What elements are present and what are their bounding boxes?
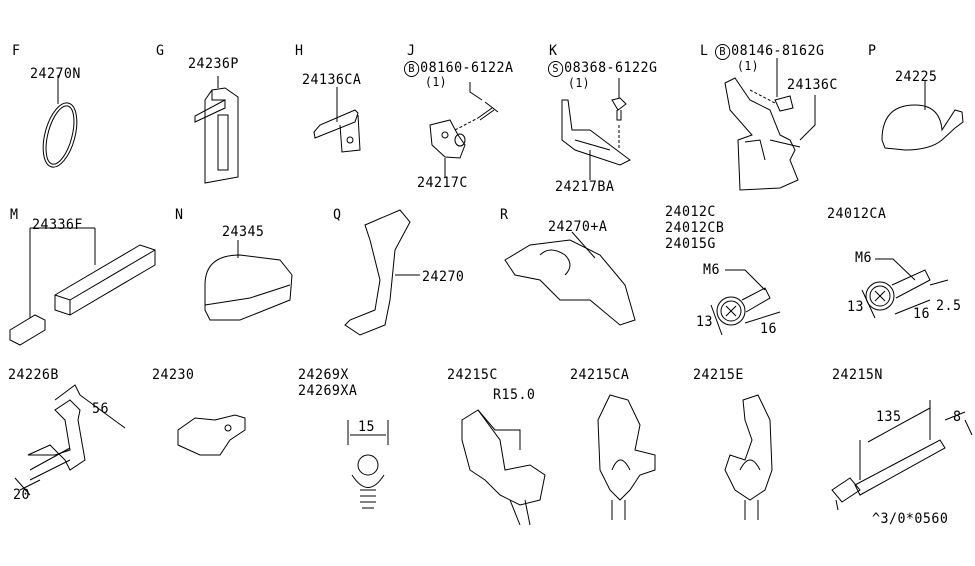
cap-part-24225 (881, 80, 964, 151)
group-letter-m: M (10, 207, 19, 223)
part-number-label[interactable]: 24012C (665, 204, 716, 220)
head-dimension: 13 (847, 299, 864, 315)
ring-part-24270N (42, 75, 78, 168)
part-number-label[interactable]: 24217C (417, 175, 468, 191)
bracket-part-24270 (344, 209, 420, 336)
dimension-label: 8 (953, 409, 962, 425)
part-number-label[interactable]: 24215CA (570, 367, 630, 383)
part-number-label[interactable]: 24270N (30, 66, 81, 82)
part-number-label[interactable]: 24270+A (548, 219, 608, 235)
group-letter-p: P (868, 43, 877, 59)
dimension-label: 135 (876, 409, 902, 425)
part-number-label[interactable]: 24012CA (827, 206, 887, 222)
length-dimension: 16 (913, 306, 930, 322)
part-number-label[interactable]: 24217BA (555, 179, 615, 195)
clip-part-24215C (461, 409, 546, 526)
bolt-part-24012C (710, 269, 781, 336)
dimension-label: 15 (358, 419, 375, 435)
part-number-label[interactable]: 24236P (188, 56, 239, 72)
bolt-part-number: 08160-6122A (420, 60, 514, 76)
clip-part-24269X (347, 420, 389, 509)
clamp-part-24217C (429, 82, 499, 178)
dimension-label: R15.0 (493, 387, 536, 403)
group-letter-q: Q (333, 207, 342, 223)
group-letter-l: L (700, 43, 709, 59)
group-letter-r: R (500, 207, 509, 223)
part-number-label[interactable]: 24136CA (302, 72, 362, 88)
tie-part-24215N (831, 400, 973, 511)
thread-dimension: M6 (855, 250, 872, 266)
part-number-label[interactable]: 24215N (832, 367, 883, 383)
clip-part-24226B (14, 384, 126, 496)
bracket-part-24136CA (313, 87, 361, 153)
part-number-label[interactable]: 24269XA (298, 383, 358, 399)
harness-part-24336F (9, 227, 156, 346)
group-letter-n: N (175, 207, 184, 223)
group-letter-k: K (549, 43, 558, 59)
part-number-label[interactable]: 24225 (895, 69, 938, 85)
pitch-dimension: 2.5 (936, 298, 962, 314)
bracket-part-24136C (724, 58, 816, 191)
diagram-code: ^3/0*0560 (872, 511, 949, 527)
part-number-label[interactable]: 24215C (447, 367, 498, 383)
bolt-part-number: 08368-6122G (564, 60, 658, 76)
bracket-part-24217BA (561, 78, 631, 180)
thread-dimension: M6 (703, 262, 720, 278)
plate-part-24236P (194, 76, 239, 184)
bolt-symbol: B (404, 61, 420, 77)
part-number-label[interactable]: 24345 (222, 224, 265, 240)
group-letter-h: H (295, 43, 304, 59)
part-number-label[interactable]: 24230 (152, 367, 195, 383)
bracket-part-24270A (504, 231, 636, 326)
group-letter-j: J (407, 43, 416, 59)
part-number-label[interactable]: 24336F (32, 217, 83, 233)
part-number-label[interactable]: 24270 (422, 269, 465, 285)
quantity-label: (1) (425, 75, 448, 89)
part-number-label[interactable]: 24226B (8, 367, 59, 383)
cover-part-24345 (204, 240, 293, 321)
bolt-part-24012CA (861, 258, 949, 319)
bolt-part-number: 08146-8162G (731, 43, 825, 59)
group-letter-f: F (12, 43, 21, 59)
quantity-label: (1) (737, 59, 760, 73)
part-number-label[interactable]: 24012CB (665, 220, 725, 236)
part-number-label[interactable]: 24136C (787, 77, 838, 93)
bolt-symbol: S (548, 61, 564, 77)
clip-part-24230 (177, 414, 246, 456)
quantity-label: (1) (568, 76, 591, 90)
bolt-symbol: B (715, 44, 731, 60)
head-dimension: 13 (696, 314, 713, 330)
length-dimension: 16 (760, 321, 777, 337)
part-number-label[interactable]: 24015G (665, 236, 716, 252)
clip-part-24215CA (597, 394, 656, 520)
part-number-label[interactable]: 24269X (298, 367, 349, 383)
part-number-label[interactable]: 24215E (693, 367, 744, 383)
clip-part-24215E (724, 394, 773, 520)
group-letter-g: G (156, 43, 165, 59)
dimension-label: 56 (92, 401, 109, 417)
dimension-label: 20 (13, 487, 30, 503)
